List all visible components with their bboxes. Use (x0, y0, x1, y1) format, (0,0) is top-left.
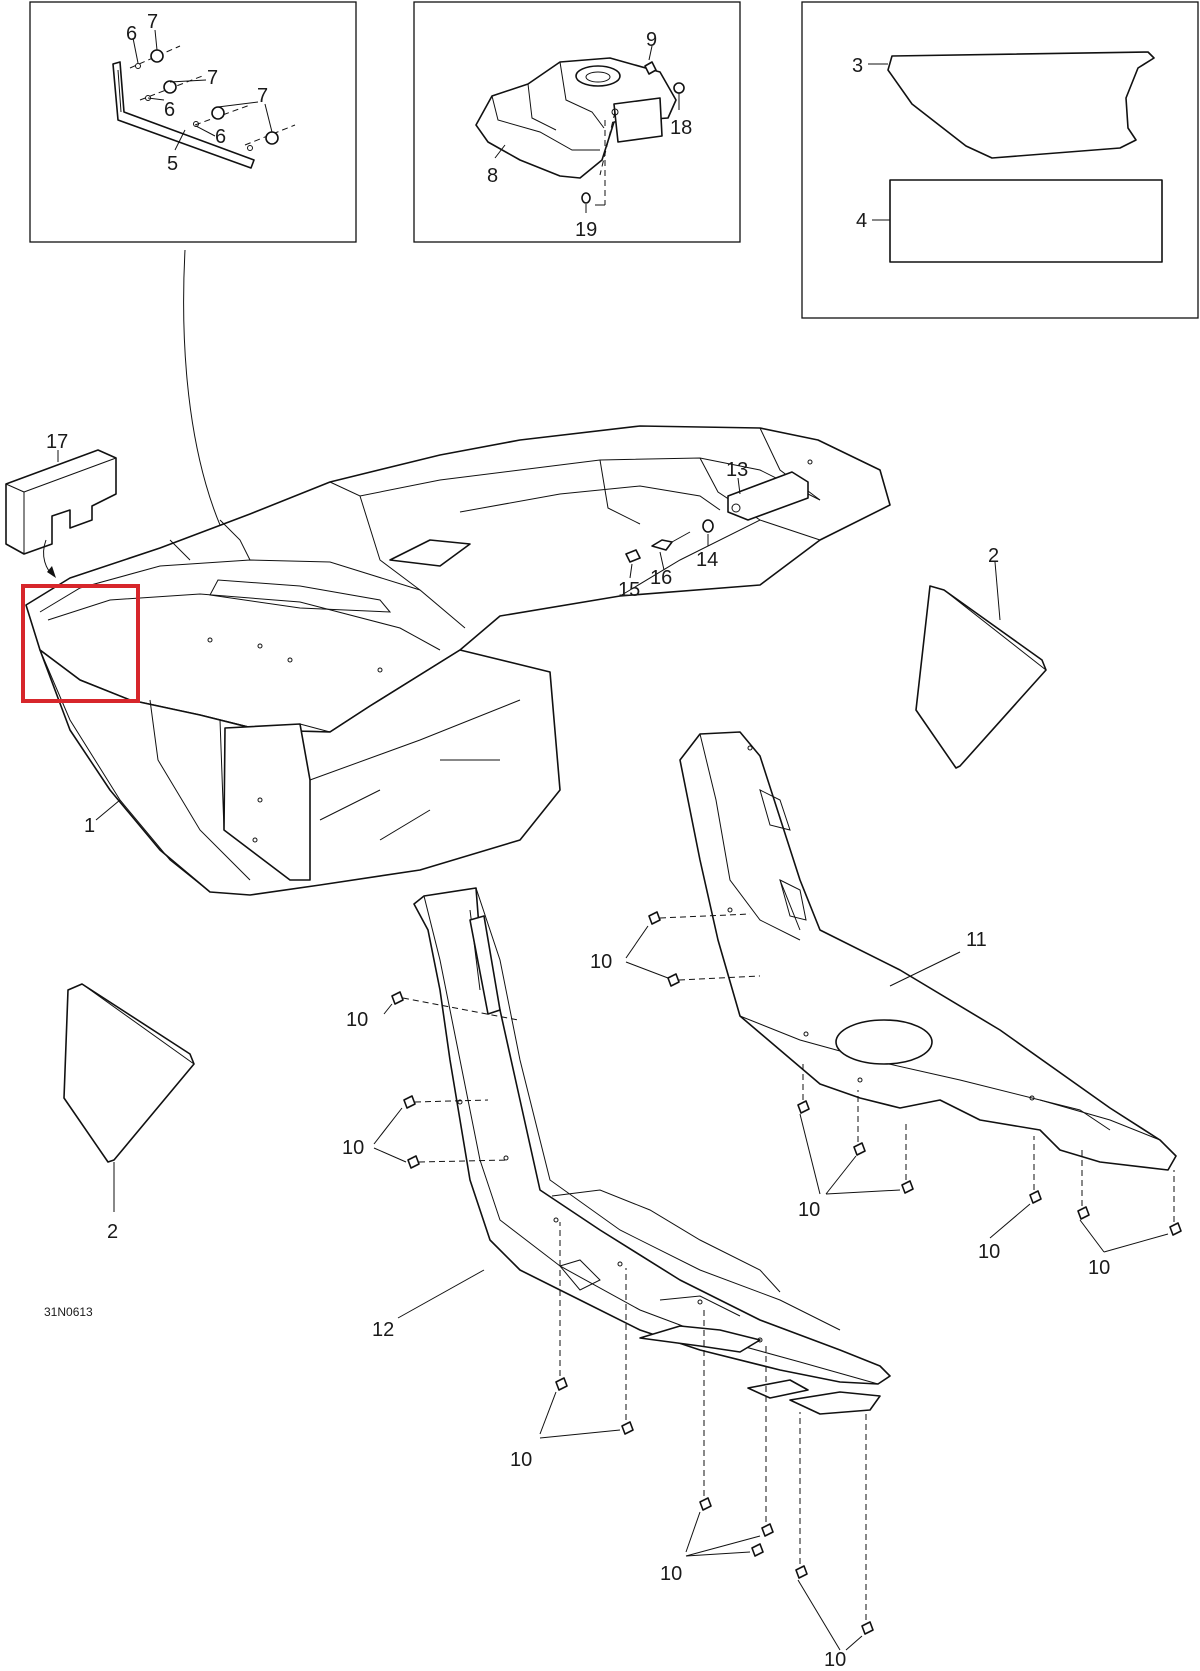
decal-part-3 (887, 51, 1155, 159)
callout-3: 3 (852, 55, 863, 77)
console-part-8 (475, 57, 677, 206)
callout-11: 11 (966, 929, 987, 951)
callout-10-i: 10 (824, 1649, 846, 1671)
figure-code: 31N0613 (44, 1305, 93, 1319)
callout-10-d: 10 (1088, 1257, 1110, 1279)
callout-9: 9 (646, 29, 657, 51)
leader-11 (889, 951, 961, 987)
callout-5: 5 (167, 153, 178, 175)
pad-part-17 (5, 449, 117, 555)
callout-10-g: 10 (510, 1449, 532, 1471)
callout-6-c: 6 (215, 126, 226, 148)
cap-part-18 (673, 82, 685, 110)
rivet-part-15 (625, 549, 641, 579)
callout-14: 14 (696, 549, 718, 571)
callout-2-right: 2 (988, 545, 999, 567)
callout-10-h: 10 (660, 1563, 682, 1585)
callout-10-a: 10 (590, 951, 612, 973)
callout-6-a: 6 (126, 23, 137, 45)
bracket-part-13 (727, 471, 809, 521)
callout-7-b: 7 (207, 67, 218, 89)
body-part-1 (25, 425, 891, 896)
callout-7-a: 7 (147, 11, 158, 33)
inset-box-console (413, 1, 741, 243)
leader-1 (95, 799, 121, 821)
floor-panel-part-12 (413, 887, 891, 1415)
inset1-leaders (132, 29, 273, 151)
callout-16: 16 (650, 567, 672, 589)
nut-part-19 (581, 192, 591, 213)
pin-part-16 (651, 531, 691, 571)
callout-10-f: 10 (342, 1137, 364, 1159)
callout-17: 17 (46, 431, 68, 453)
callout-4: 4 (856, 210, 867, 232)
callout-10-e: 10 (346, 1009, 368, 1031)
callout-8: 8 (487, 165, 498, 187)
screws-part-10-panel-11 (648, 911, 1182, 1236)
side-panel-part-2-right (915, 585, 1047, 769)
screw-part-9 (644, 45, 657, 75)
highlight-box (21, 584, 140, 703)
floor-panel-part-11 (679, 731, 1177, 1171)
callout-13: 13 (726, 459, 748, 481)
callout-1: 1 (84, 815, 95, 837)
side-panel-part-2-left (63, 983, 195, 1163)
arrowhead-17 (47, 566, 56, 578)
callout-6-b: 6 (164, 99, 175, 121)
decal-part-4 (889, 179, 1163, 263)
trim-strip-part-5 (112, 45, 296, 169)
leader-12 (397, 1269, 485, 1319)
callout-19: 19 (575, 219, 597, 241)
leaders-10-panel-12 (373, 1003, 863, 1651)
leaders-10-panel-11 (625, 925, 1169, 1253)
callout-10-c: 10 (978, 1241, 1000, 1263)
callout-10-b: 10 (798, 1199, 820, 1221)
inset-box-trim (29, 1, 357, 243)
leader-2-right (994, 561, 1001, 621)
nut-part-14 (702, 519, 714, 546)
screws-part-10-panel-12 (391, 991, 874, 1635)
callout-18: 18 (670, 117, 692, 139)
leader-13 (737, 477, 741, 495)
leader-8 (494, 144, 506, 159)
inset-box-decals (801, 1, 1199, 319)
callout-2-left: 2 (107, 1221, 118, 1243)
callout-15: 15 (618, 579, 640, 601)
callout-12: 12 (372, 1319, 394, 1341)
callout-7-c: 7 (257, 85, 268, 107)
